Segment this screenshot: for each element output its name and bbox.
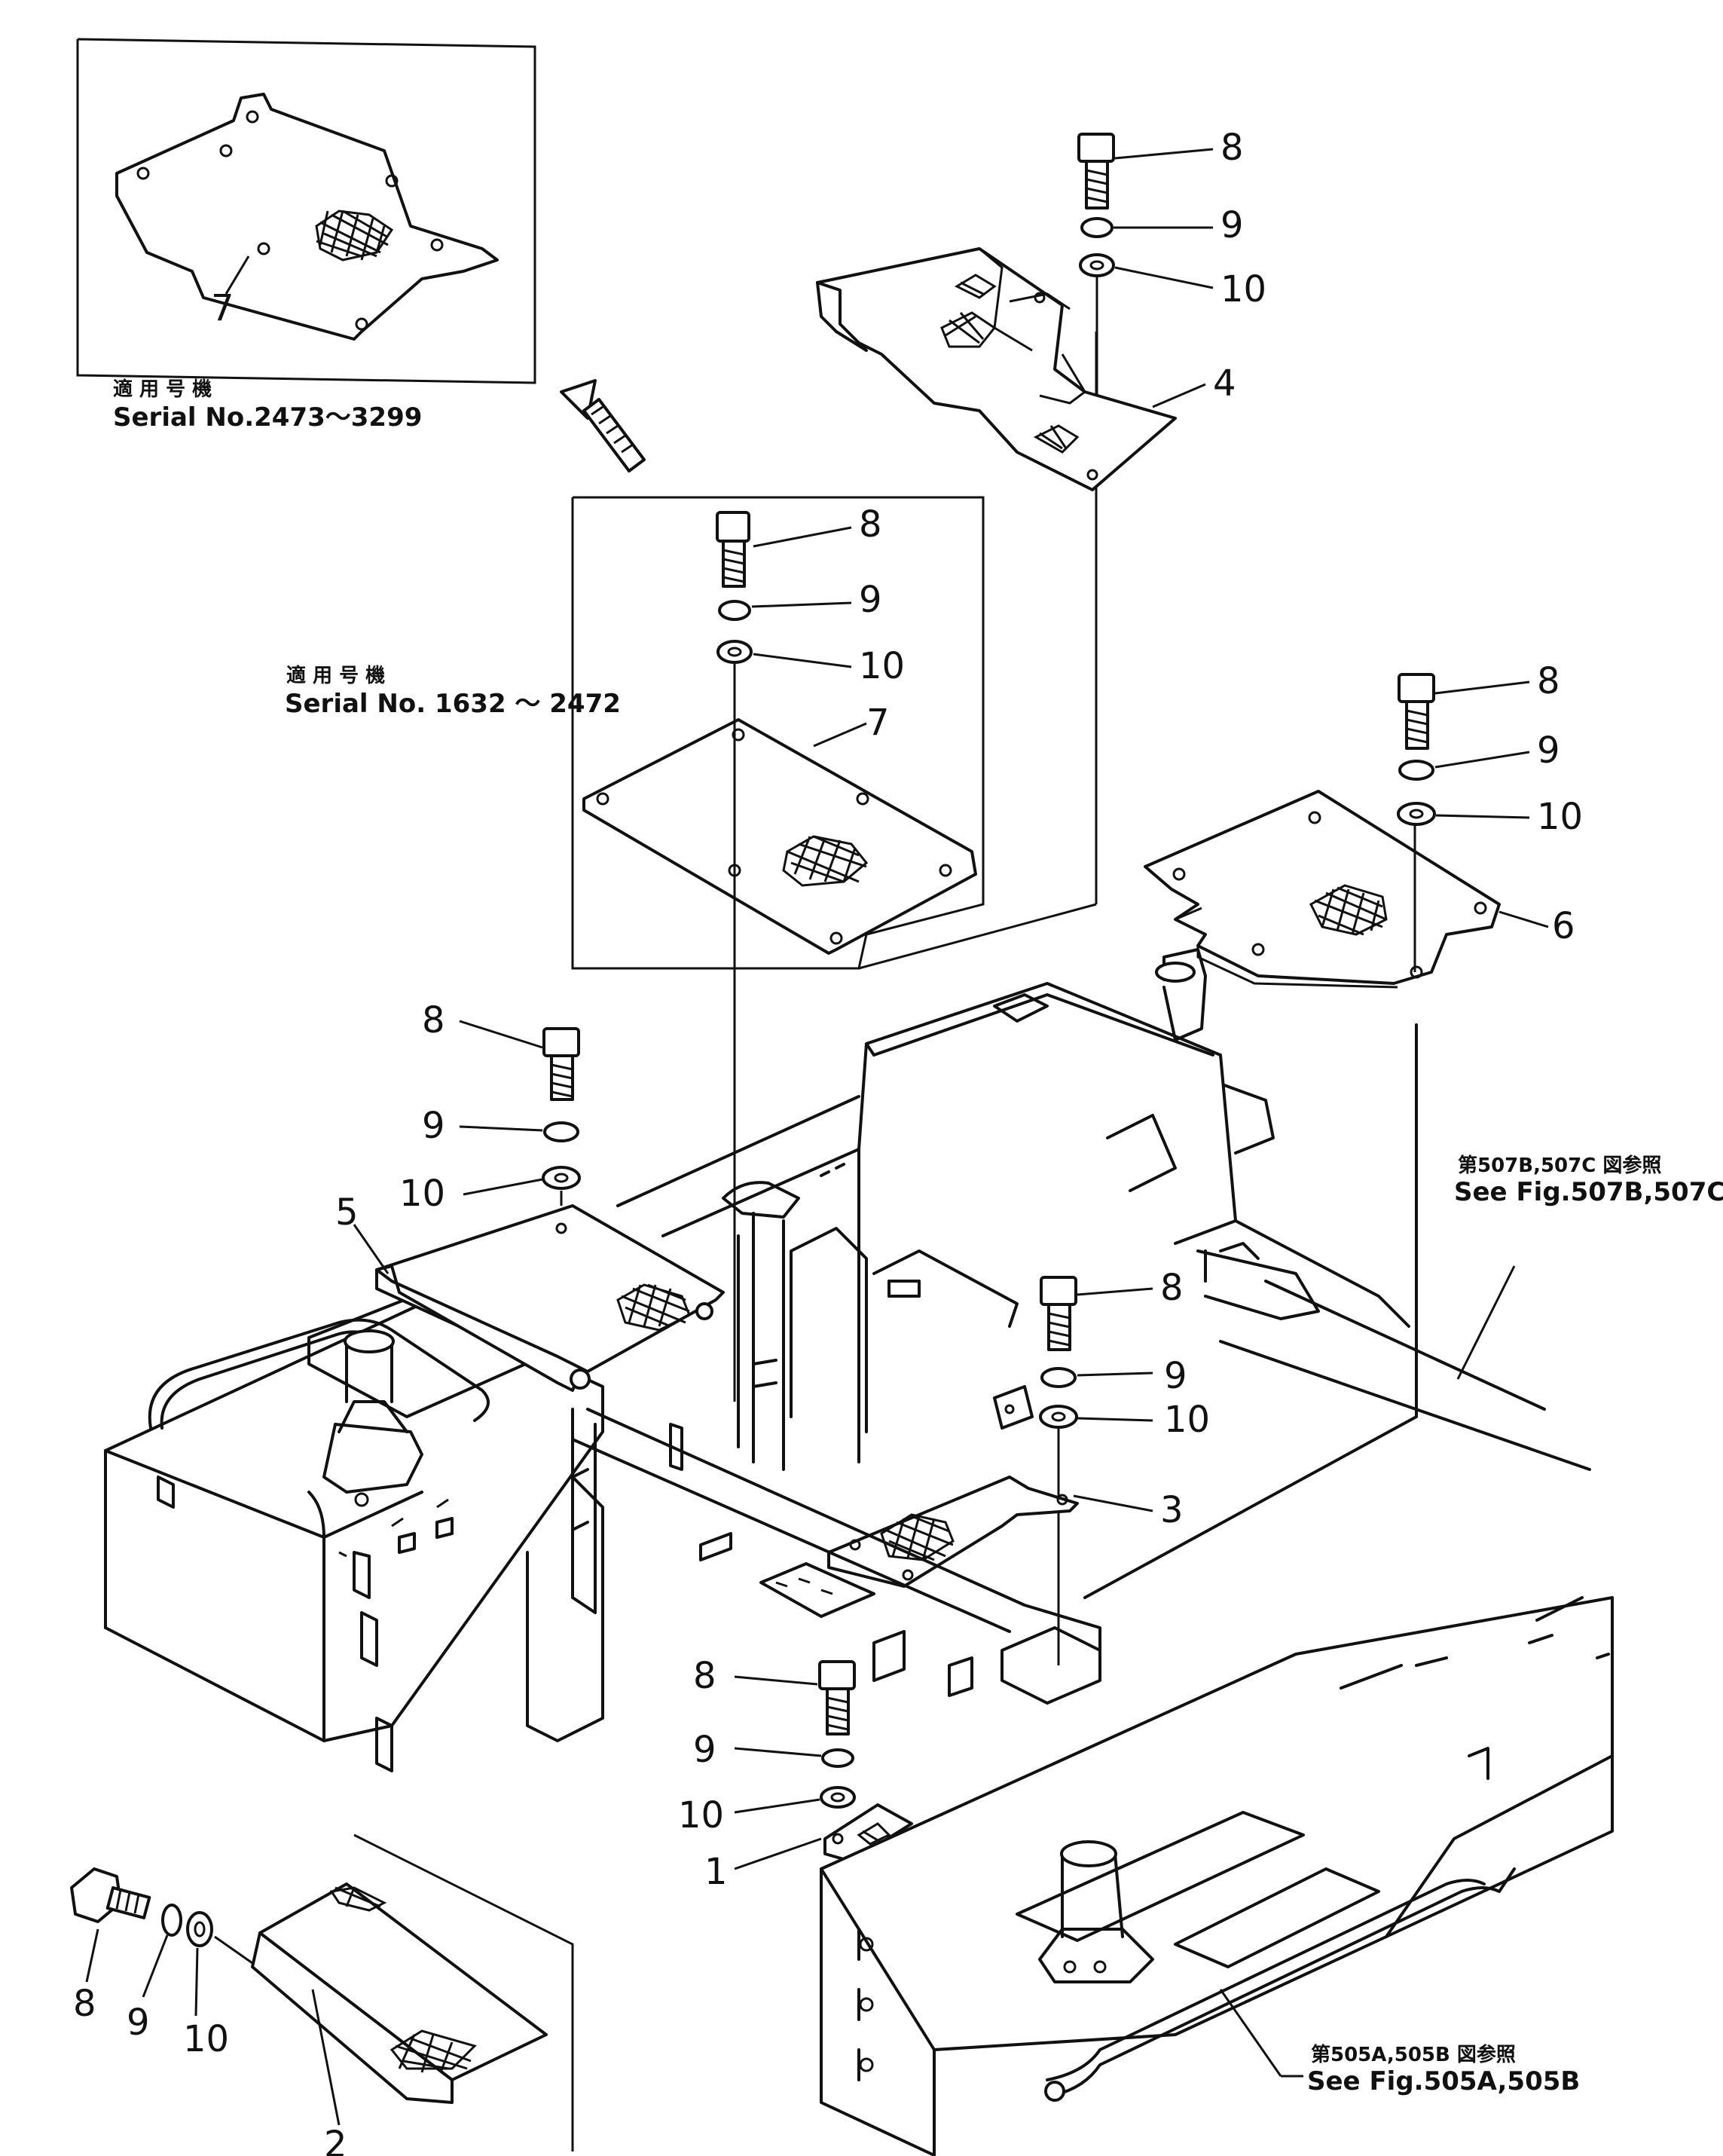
inset-top-left: 7 [76, 38, 536, 384]
callout-2: 2 [324, 2124, 347, 2156]
serial-mid-jp: 適 用 号 機 [286, 664, 385, 687]
right-tank [820, 1596, 1614, 2156]
callout-9-top: 9 [1220, 204, 1244, 246]
callout-9-left-bottom: 9 [127, 2002, 150, 2044]
see-507-jp: 第507B,507C 図参照 [1458, 1154, 1661, 1177]
callout-8-left: 8 [422, 999, 445, 1041]
callout-8-left-bottom: 8 [73, 1983, 96, 2025]
part-2-group: 8 9 10 2 [70, 1833, 574, 2156]
serial-mid: Serial No. 1632 ～ 2472 [285, 689, 621, 719]
callout-10-bottom: 10 [678, 1794, 724, 1836]
part-4-group: 8 9 10 4 [816, 127, 1266, 491]
callout-10-mid: 10 [859, 645, 905, 687]
callout-4: 4 [1213, 362, 1236, 405]
serial-top-jp: 適 用 号 機 [113, 378, 212, 401]
callout-7-inset-top: 7 [211, 287, 234, 329]
callout-5: 5 [335, 1191, 359, 1234]
main-frame [616, 948, 1591, 1599]
callout-9-mid: 9 [859, 579, 882, 621]
part-6-group: 8 9 10 6 [1144, 660, 1583, 989]
callout-3: 3 [1160, 1489, 1184, 1531]
callout-10-left-bottom: 10 [183, 2018, 229, 2060]
see-507: See Fig.507B,507C [1454, 1177, 1723, 1207]
callout-8-mid: 8 [859, 503, 882, 546]
callout-8-center: 8 [1160, 1267, 1184, 1309]
arrow-icon [560, 379, 646, 472]
serial-top: Serial No.2473～3299 [113, 402, 422, 433]
part-5-group: 8 9 10 5 [335, 999, 725, 1392]
callout-9-bottom: 9 [693, 1729, 716, 1771]
left-tank [104, 1280, 604, 1772]
callout-9-center: 9 [1164, 1355, 1187, 1397]
callout-9-left: 9 [422, 1105, 445, 1147]
callout-8-top: 8 [1220, 127, 1244, 169]
inset-middle: 8 9 10 7 [571, 496, 985, 970]
see-505-jp: 第505A,505B 図参照 [1311, 2043, 1516, 2066]
callout-1: 1 [704, 1851, 728, 1893]
callout-10-right: 10 [1537, 796, 1583, 838]
part-3-group: 8 9 10 3 [827, 1267, 1210, 1665]
callout-10-left: 10 [399, 1173, 445, 1215]
callout-9-right: 9 [1537, 729, 1560, 772]
callout-10-top: 10 [1220, 268, 1266, 310]
callout-7-mid: 7 [866, 702, 890, 744]
callout-8-right: 8 [1537, 660, 1560, 702]
see-505: See Fig.505A,505B [1307, 2066, 1580, 2096]
center-beam [526, 1212, 1101, 1742]
callout-10-center: 10 [1164, 1399, 1210, 1441]
callout-6: 6 [1552, 905, 1575, 947]
callout-8-bottom: 8 [693, 1655, 716, 1697]
